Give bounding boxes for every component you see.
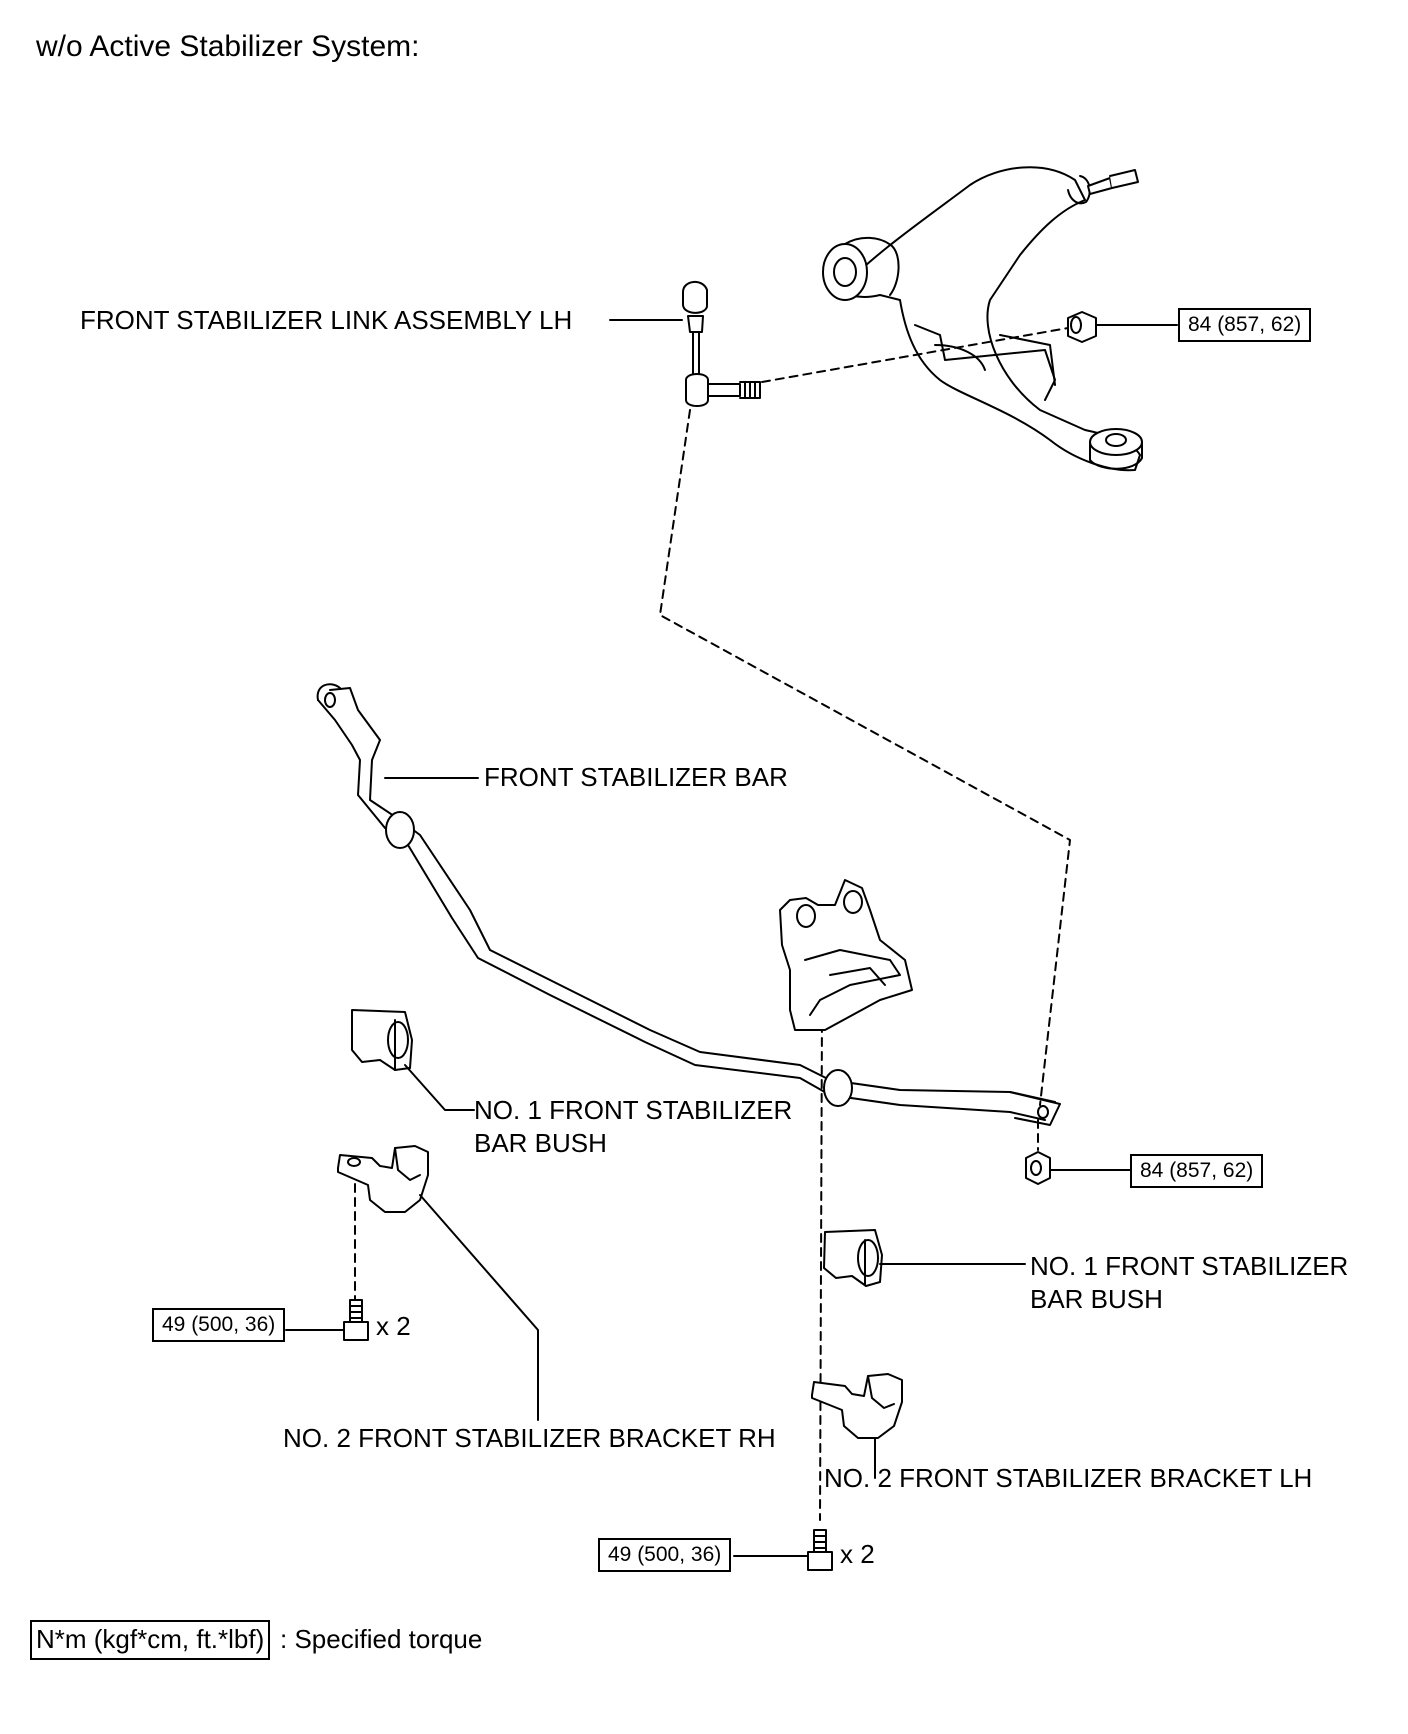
frame-bracket-illustration <box>779 879 913 1031</box>
bush-right-label-line2: BAR BUSH <box>1030 1284 1163 1314</box>
link-assembly-illustration <box>682 281 761 407</box>
nut-upper-illustration <box>1067 311 1097 343</box>
page-title: w/o Active Stabilizer System: <box>36 30 420 63</box>
bracket-rh-label: NO. 2 FRONT STABILIZER BRACKET RH <box>283 1423 776 1453</box>
bush-left-label-line2: BAR BUSH <box>474 1128 607 1158</box>
nut-lower-illustration <box>1025 1151 1051 1185</box>
bolt-left-quantity: x 2 <box>376 1311 411 1341</box>
torque-unit-legend-box: N*m (kgf*cm, ft.*lbf) <box>30 1620 271 1660</box>
bolt-right-quantity: x 2 <box>840 1539 875 1569</box>
bracket-lh-label: NO. 2 FRONT STABILIZER BRACKET LH <box>824 1463 1313 1493</box>
lower-arm-illustration <box>822 166 1143 472</box>
stabilizer-bar-illustration <box>316 683 1061 1126</box>
bush-left-label-line1: NO. 1 FRONT STABILIZER <box>474 1095 793 1125</box>
bracket-lh-illustration <box>811 1373 903 1439</box>
bush-right-illustration <box>823 1229 883 1287</box>
bracket-rh-illustration <box>337 1145 429 1213</box>
bush-left-leader <box>404 1064 475 1111</box>
assembly-dash-lines <box>354 327 1071 1521</box>
link-assembly-label: FRONT STABILIZER LINK ASSEMBLY LH <box>80 305 573 335</box>
bolt-left-illustration <box>343 1299 369 1341</box>
torque-legend-description: : Specified torque <box>280 1624 483 1654</box>
bracket-rh-leader <box>419 1194 539 1421</box>
stabilizer-bar-label: FRONT STABILIZER BAR <box>484 762 788 792</box>
torque-bolt-right: 49 (500, 36) <box>598 1538 732 1572</box>
torque-bolt-left: 49 (500, 36) <box>152 1308 286 1342</box>
bush-right-label-line1: NO. 1 FRONT STABILIZER <box>1030 1251 1349 1281</box>
bush-left-illustration <box>351 1009 413 1071</box>
bolt-right-illustration <box>807 1529 833 1571</box>
torque-nut-lower: 84 (857, 62) <box>1130 1154 1264 1188</box>
torque-nut-upper: 84 (857, 62) <box>1178 308 1312 342</box>
